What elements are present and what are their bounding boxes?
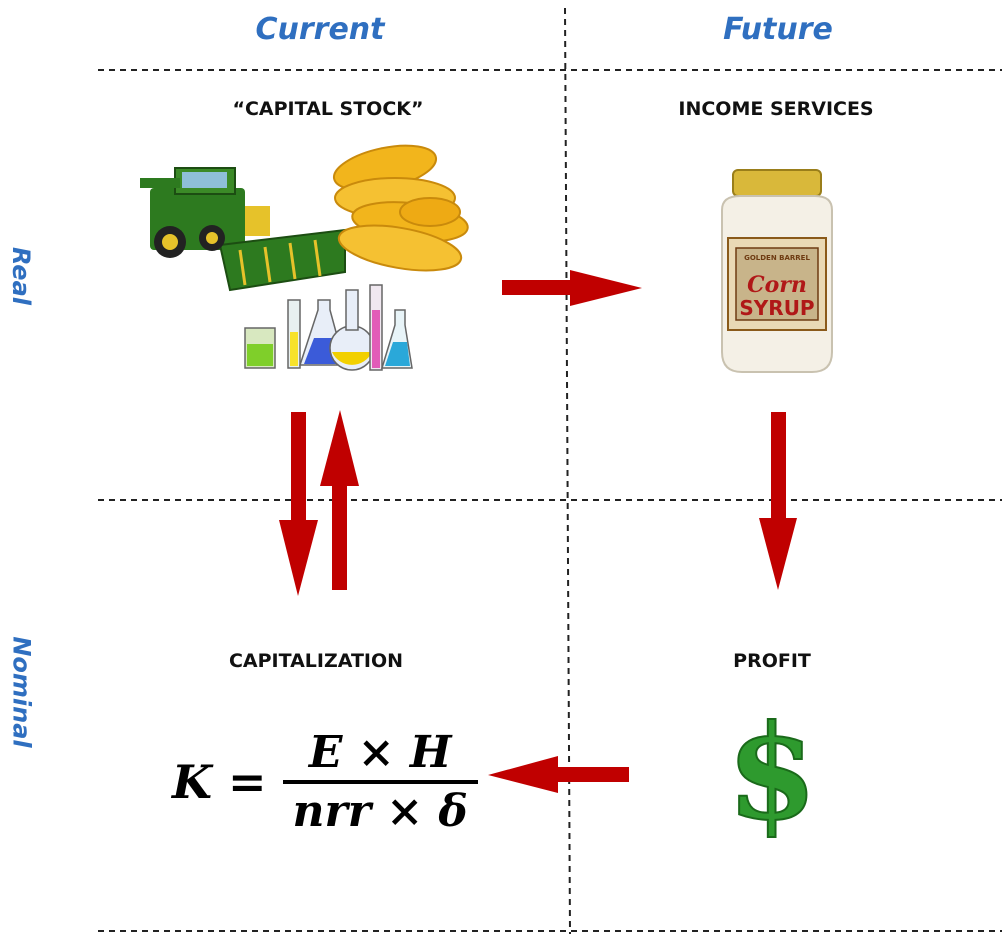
column-heading-current: Current [255, 12, 385, 47]
jar-label-corn: Corn [747, 272, 807, 298]
cell-title-profit: PROFIT [733, 650, 811, 672]
jar-label-top: GOLDEN BARREL [744, 254, 810, 262]
arrow-income-to-profit [759, 412, 797, 590]
row-heading-real: Real [6, 247, 35, 305]
combine-harvester-image [140, 167, 346, 292]
dollar-sign-image: $ [727, 696, 817, 849]
arrow-capital-to-capitalization [279, 412, 318, 596]
row-heading-nominal: Nominal [7, 636, 36, 748]
arrow-profit-to-capitalization [488, 756, 629, 793]
vertical-divider [564, 7, 571, 934]
jar-label-syrup: SYRUP [739, 296, 814, 320]
corn-cobs-image [332, 144, 469, 272]
formula-fraction: E × H nrr × δ [282, 727, 478, 837]
lab-glassware-image [244, 284, 413, 371]
formula-numerator: E × H [308, 727, 452, 778]
arrow-capitalization-to-capital [320, 410, 359, 590]
formula-denominator: nrr × δ [292, 786, 468, 837]
cell-title-capitalization: CAPITALIZATION [228, 650, 404, 672]
column-heading-future: Future [723, 12, 833, 47]
formula-fraction-bar [282, 780, 478, 784]
arrow-capital-to-income [502, 270, 642, 306]
corn-syrup-jar-image: GOLDEN BARREL Corn SYRUP [721, 169, 833, 373]
formula-lhs: K = [172, 755, 267, 809]
cell-title-capital-stock: “CAPITAL STOCK” [232, 98, 424, 120]
capitalization-formula: K = E × H nrr × δ [172, 712, 478, 852]
cell-title-income-services: INCOME SERVICES [678, 98, 874, 120]
